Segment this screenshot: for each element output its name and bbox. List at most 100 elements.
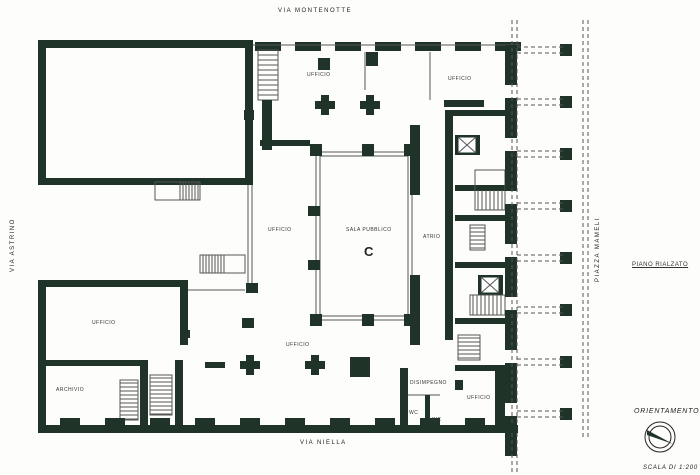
north-facade-pier bbox=[335, 42, 361, 51]
east-facade-wall bbox=[505, 310, 517, 350]
sala-pier bbox=[362, 314, 374, 326]
south-facade-pier bbox=[60, 418, 80, 430]
wall bbox=[262, 100, 272, 150]
floor-label: PIANO RIALZATO bbox=[632, 262, 689, 268]
orientation-label: ORIENTAMENTO bbox=[634, 408, 700, 415]
portico-pier bbox=[560, 408, 572, 420]
west-wall-sw bbox=[38, 280, 46, 430]
room-disimpegno: DISIMPEGNO bbox=[410, 380, 447, 386]
room-sala-letter: C bbox=[364, 244, 374, 259]
east-facade-wall bbox=[505, 98, 517, 138]
pillar bbox=[246, 355, 254, 375]
wall bbox=[444, 100, 484, 107]
sala-outline-inner bbox=[319, 155, 409, 317]
street-right: PIAZZA MAMELI bbox=[595, 217, 601, 282]
south-facade-pier bbox=[105, 418, 125, 430]
portico-pier bbox=[560, 252, 572, 264]
stair-sw bbox=[119, 379, 139, 421]
sala-outline bbox=[315, 151, 413, 321]
compass-outer bbox=[644, 421, 676, 453]
nw-room-south-wall bbox=[38, 178, 250, 185]
lift-x bbox=[457, 136, 477, 154]
wall bbox=[495, 370, 505, 430]
wall bbox=[175, 360, 183, 430]
north-facade-pier bbox=[295, 42, 321, 51]
east-facade-wall bbox=[505, 45, 517, 85]
pier bbox=[244, 110, 254, 120]
street-bottom: VIA NIELLA bbox=[300, 440, 347, 446]
room-archivio: ARCHIVIO bbox=[56, 387, 85, 393]
atrio-east-wall bbox=[445, 110, 453, 340]
west-wall-nw bbox=[38, 40, 46, 185]
wall bbox=[260, 140, 310, 146]
north-facade-pier bbox=[255, 42, 281, 51]
east-facade-wall bbox=[505, 151, 517, 191]
wall bbox=[140, 360, 148, 430]
south-facade-pier bbox=[240, 418, 260, 430]
east-facade-wall bbox=[505, 363, 517, 403]
portico-pier bbox=[560, 44, 572, 56]
east-facade-wall bbox=[505, 416, 517, 456]
stair-core-3 bbox=[469, 294, 506, 316]
atrio-west-wall bbox=[410, 125, 420, 195]
portico-pier bbox=[560, 304, 572, 316]
stair-sw-2 bbox=[149, 374, 173, 416]
pier bbox=[318, 58, 330, 70]
core-wall bbox=[452, 110, 512, 116]
core-wall bbox=[455, 318, 510, 324]
portico-pier bbox=[560, 96, 572, 108]
north-facade-pier bbox=[455, 42, 481, 51]
pillar bbox=[321, 95, 329, 115]
portico-pier bbox=[560, 148, 572, 160]
pier bbox=[455, 380, 463, 390]
compass-needle-icon bbox=[647, 430, 673, 444]
pillar bbox=[366, 95, 374, 115]
stair-court bbox=[154, 181, 201, 201]
room-wc-2: WC bbox=[432, 417, 442, 423]
lift-x bbox=[480, 276, 500, 294]
pier bbox=[366, 52, 378, 66]
room-atrio: ATRIO bbox=[423, 234, 441, 240]
south-facade-pier bbox=[285, 418, 305, 430]
pier bbox=[242, 318, 254, 328]
compass-inner bbox=[648, 425, 672, 449]
stair-court-2 bbox=[199, 254, 246, 274]
south-facade-pier bbox=[330, 418, 350, 430]
north-facade-pier bbox=[375, 42, 401, 51]
scale-label: SCALA DI 1:200 bbox=[643, 465, 699, 471]
portico-pier bbox=[560, 200, 572, 212]
core-wall bbox=[455, 215, 510, 221]
room-ufficio-south: UFFICIO bbox=[286, 342, 310, 348]
room-ufficio-se: UFFICIO bbox=[467, 395, 491, 401]
room-wc-1: WC bbox=[409, 410, 419, 416]
portico-pier bbox=[560, 356, 572, 368]
south-facade-pier bbox=[375, 418, 395, 430]
pillar bbox=[311, 355, 319, 375]
room-ufficio-sw: UFFICIO bbox=[92, 320, 116, 326]
north-facade-pier bbox=[415, 42, 441, 51]
archivio-north-wall bbox=[38, 360, 143, 366]
south-wall bbox=[38, 425, 518, 433]
core-wall bbox=[455, 365, 510, 371]
wall bbox=[425, 395, 430, 425]
sala-pier bbox=[310, 144, 322, 156]
sala-pier bbox=[362, 144, 374, 156]
room-ufficio-west: UFFICIO bbox=[268, 227, 292, 233]
east-facade-wall bbox=[505, 257, 517, 297]
core-wall bbox=[455, 262, 510, 268]
stair-core bbox=[469, 224, 486, 251]
room-ufficio-top-2: UFFICIO bbox=[448, 76, 472, 82]
north-wall-west bbox=[38, 40, 253, 48]
wall bbox=[400, 368, 408, 428]
wall bbox=[180, 285, 188, 345]
pillar bbox=[205, 362, 225, 368]
pier bbox=[180, 330, 190, 338]
pier bbox=[308, 260, 320, 270]
pier bbox=[246, 283, 258, 293]
pillar bbox=[350, 357, 370, 377]
sw-north-wall bbox=[38, 280, 188, 287]
south-facade-pier bbox=[150, 418, 170, 430]
room-ufficio-top-1: UFFICIO bbox=[307, 72, 331, 78]
